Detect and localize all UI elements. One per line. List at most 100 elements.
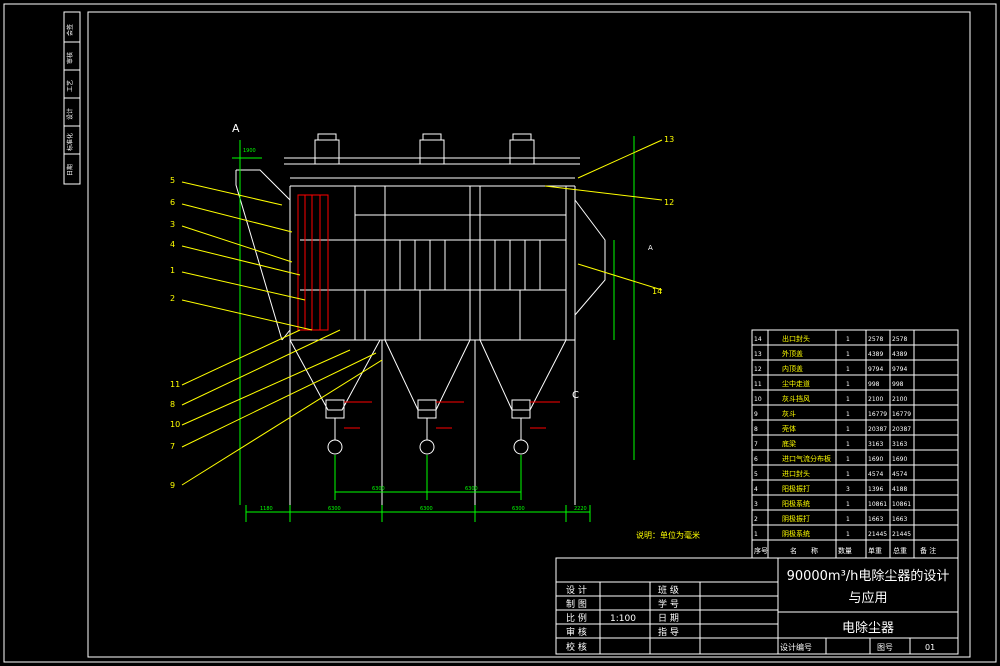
dim-hopper-0: 6300 (372, 486, 385, 492)
side-strip-4: 标准化 (66, 133, 74, 151)
bom-cell-no: 10 (754, 396, 762, 403)
bom-cell-unit: 21445 (868, 531, 887, 538)
section-mark-a-right: A (648, 244, 653, 252)
bom-cell-unit: 16779 (868, 411, 887, 418)
screw-valve-2 (419, 439, 435, 455)
bom-cell-qty: 1 (846, 351, 850, 358)
bom-cell-name: 进口封头 (782, 469, 810, 478)
bom-cell-no: 5 (754, 471, 758, 478)
bom-header-name: 名 称 (790, 546, 818, 555)
bom-cell-unit: 1396 (868, 486, 883, 493)
bom-cell-name: 阴极系统 (782, 529, 810, 538)
tb-label-2: 比 例 (566, 612, 587, 624)
dim-bottom-3: 6300 (512, 506, 525, 512)
part-label-2: 2 (170, 294, 175, 303)
bom-cell-total: 9794 (892, 366, 907, 373)
bom-cell-name: 阳极振打 (782, 484, 810, 493)
bom-cell-name: 内顶盖 (782, 364, 803, 373)
tb-label2-0: 班 级 (658, 584, 679, 596)
tb-design-no-label: 设计编号 (780, 642, 812, 652)
bom-cell-qty: 1 (846, 396, 850, 403)
rapper-motor-3 (509, 139, 535, 165)
bom-cell-qty: 1 (846, 411, 850, 418)
bom-cell-total: 4389 (892, 351, 907, 358)
inner-border (87, 11, 971, 658)
bom-cell-unit: 1690 (868, 456, 883, 463)
dim-bottom-4: 2220 (574, 506, 587, 512)
part-label-9: 9 (170, 481, 175, 490)
bom-cell-no: 3 (754, 501, 758, 508)
precipitator-elevation (235, 133, 606, 505)
cathode-field (297, 194, 329, 331)
part-label-5: 5 (170, 176, 175, 185)
part-label-1: 1 (170, 266, 175, 275)
tb-label2-2: 日 期 (658, 613, 679, 624)
bom-cell-qty: 1 (846, 471, 850, 478)
bom-cell-name: 阳极系统 (782, 499, 810, 508)
bom-cell-unit: 4389 (868, 351, 883, 358)
part-label-4: 4 (170, 240, 175, 249)
tb-label-1: 制 图 (566, 598, 587, 610)
bom-cell-no: 12 (754, 366, 762, 373)
dim-bottom-2: 6300 (420, 506, 433, 512)
bom-cell-unit: 998 (868, 381, 880, 388)
part-label-7: 7 (170, 442, 175, 451)
bom-cell-total: 2100 (892, 396, 907, 403)
dim-hopper-1: 6300 (465, 486, 478, 492)
bom-cell-qty: 1 (846, 501, 850, 508)
part-label-8: 8 (170, 400, 175, 409)
bom-cell-name: 底梁 (782, 439, 796, 448)
part-label-13: 13 (664, 135, 674, 144)
bom-cell-name: 灰斗 (782, 409, 796, 418)
annotation-note: 说明：单位为毫米 (636, 530, 700, 540)
bom-cell-qty: 1 (846, 426, 850, 433)
tb-title-line1: 90000m³/h电除尘器的设计 (787, 568, 950, 584)
dim-left-top: 1900 (243, 148, 256, 154)
part-label-3: 3 (170, 220, 175, 229)
tb-title-line2: 与应用 (848, 590, 887, 606)
bom-cell-no: 4 (754, 486, 758, 493)
bom-cell-total: 10861 (892, 501, 911, 508)
bom-cell-unit: 10861 (868, 501, 887, 508)
bom-cell-total: 21445 (892, 531, 911, 538)
part-labels: 5 6 3 4 1 2 11 8 10 7 9 13 12 14 (170, 135, 674, 490)
side-strip-0: 会签 (66, 24, 74, 36)
bom-cell-total: 1690 (892, 456, 907, 463)
bom-cell-unit: 1663 (868, 516, 883, 523)
bom-cell-unit: 2100 (868, 396, 883, 403)
rapper-motor-2 (419, 139, 445, 165)
section-mark-a-top: A (232, 122, 240, 135)
bom-cell-unit: 3163 (868, 441, 883, 448)
tb-label-0: 设 计 (566, 584, 587, 596)
screw-valve-1 (327, 439, 343, 455)
bom-header-unit: 单重 (868, 546, 882, 555)
tb-label2-1: 学 号 (658, 598, 679, 610)
title-block: 设 计 制 图 比 例 审 核 校 核 1:100 班 级 学 号 日 期 指 … (555, 557, 959, 655)
part-label-10: 10 (170, 420, 180, 429)
bom-header-qty: 数量 (838, 546, 852, 555)
bom-cell-no: 1 (754, 531, 758, 538)
bom-cell-qty: 1 (846, 531, 850, 538)
part-label-11: 11 (170, 380, 180, 389)
bom-cell-total: 4574 (892, 471, 907, 478)
rapper-motor-1 (314, 139, 340, 165)
dimension-lines (232, 136, 635, 522)
part-label-14: 14 (652, 287, 662, 296)
bom-cell-total: 3163 (892, 441, 907, 448)
bom-cell-qty: 1 (846, 336, 850, 343)
bom-cell-no: 14 (754, 336, 762, 343)
bom-cell-unit: 20387 (868, 426, 887, 433)
bom-cell-total: 2578 (892, 336, 907, 343)
side-strip-3: 设计 (66, 108, 74, 120)
dim-bottom-0: 1180 (260, 506, 273, 512)
dimension-texts: 1180 6300 6300 6300 2220 6300 6300 1900 (243, 148, 587, 512)
bom-cell-name: 尘中走道 (782, 379, 810, 388)
bom-header-no: 序号 (754, 546, 768, 555)
bom-cell-no: 9 (754, 411, 758, 418)
tb-label2-3: 指 导 (658, 626, 679, 638)
bom-cell-total: 16779 (892, 411, 911, 418)
bom-cell-qty: 1 (846, 381, 850, 388)
bom-cell-no: 8 (754, 426, 758, 433)
bom-cell-no: 2 (754, 516, 758, 523)
